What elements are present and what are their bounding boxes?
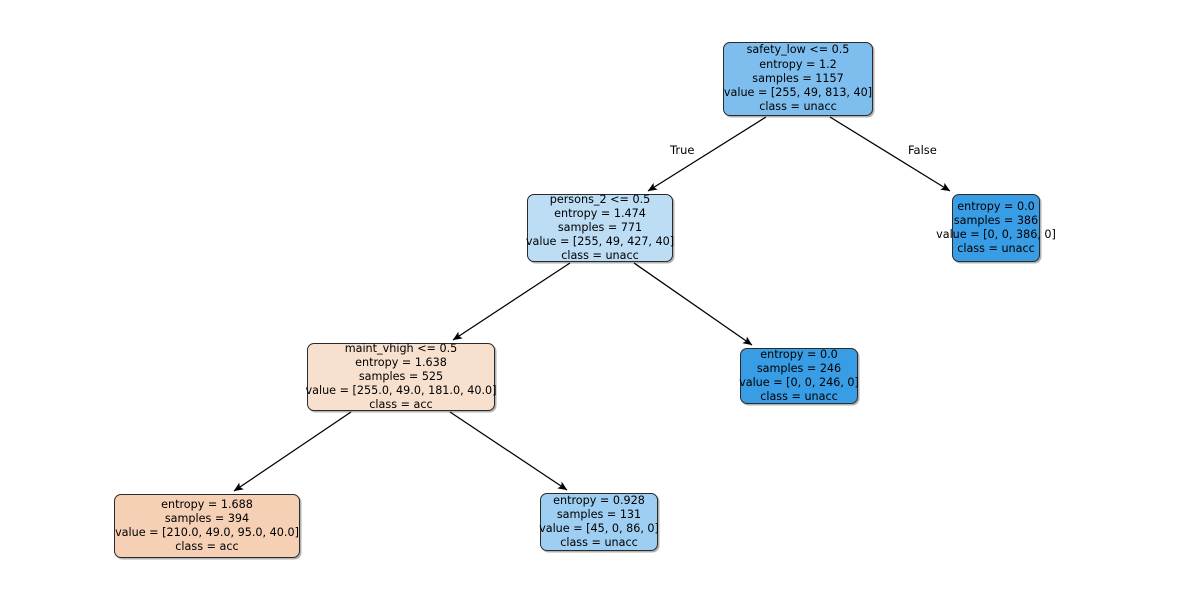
node-text-line: samples = 771 [557, 220, 643, 234]
node-text-line: value = [45, 0, 86, 0] [539, 522, 659, 535]
node-text-line: value = [255.0, 49.0, 181.0, 40.0] [305, 384, 497, 398]
node-text-line: maint_vhigh <= 0.5 [344, 341, 458, 355]
node-text-line: samples = 394 [164, 511, 250, 525]
node-text-line: entropy = 1.638 [355, 355, 447, 369]
node-text-line: class = unacc [560, 536, 638, 550]
edge-persons-maint [452, 262, 571, 341]
node-text-line: entropy = 1.688 [161, 497, 253, 511]
false-label: False [908, 143, 937, 157]
node-text-line: entropy = 0.928 [553, 493, 645, 507]
node-text-line: samples = 386 [953, 213, 1039, 227]
node-text-line: samples = 525 [358, 369, 444, 383]
node-text-line: entropy = 1.2 [759, 57, 837, 71]
node-text-line: entropy = 0.0 [957, 199, 1035, 213]
node-text-line: class = acc [369, 398, 433, 412]
node-text-line: entropy = 0.0 [760, 347, 838, 361]
node-text-line: class = acc [175, 540, 239, 554]
edge-root-persons [647, 116, 767, 192]
node-text-line: class = unacc [957, 242, 1035, 256]
node-text-line: samples = 246 [756, 361, 842, 375]
node-text-line: class = unacc [561, 249, 639, 263]
node-text-line: class = unacc [760, 390, 838, 404]
edge-maint-leaf131 [449, 411, 568, 491]
node-text-line: value = [255, 49, 427, 40] [525, 235, 675, 249]
edge-maint-leaf394 [233, 411, 352, 492]
node-text-line: value = [210.0, 49.0, 95.0, 40.0] [115, 526, 299, 539]
node-text-line: samples = 1157 [752, 71, 844, 85]
node-text-line: entropy = 1.474 [554, 206, 646, 220]
true-label: True [670, 143, 695, 157]
node-text-line: value = [255, 49, 813, 40] [723, 86, 873, 100]
node-text-line: value = [0, 0, 246, 0] [739, 376, 859, 389]
node-text-line: value = [0, 0, 386, 0] [936, 228, 1056, 241]
edge-persons-leaf246 [633, 262, 753, 346]
node-text-line: class = unacc [759, 100, 837, 114]
node-text-line: safety_low <= 0.5 [746, 43, 850, 57]
node-text-line: samples = 131 [556, 507, 642, 521]
node-text-line: persons_2 <= 0.5 [549, 192, 651, 206]
